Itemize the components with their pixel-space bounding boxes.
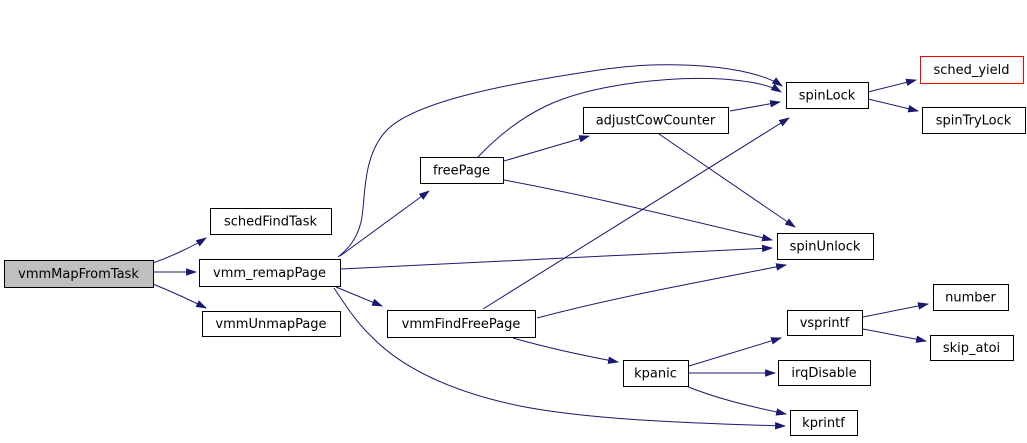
node-label-spinUnlock: spinUnlock (790, 240, 861, 255)
edge-adjustCowCounter-to-spinLock (729, 100, 782, 112)
node-label-freePage: freePage (433, 164, 490, 179)
node-box-spinUnlock[interactable] (777, 233, 874, 260)
node-label-spinTryLock: spinTryLock (936, 114, 1012, 129)
node-vsprintf[interactable]: vsprintf (787, 310, 863, 336)
edge-spinLock-to-spinTryLock (867, 98, 920, 113)
node-label-kpanic: kpanic (634, 367, 677, 382)
node-box-sched_yield[interactable] (920, 56, 1024, 84)
node-box-irqDisable[interactable] (778, 360, 871, 386)
node-vmmFindFreePage[interactable]: vmmFindFreePage (387, 310, 536, 338)
node-label-skip_atoi: skip_atoi (943, 341, 1000, 356)
node-vmmUnmapPage[interactable]: vmmUnmapPage (202, 311, 341, 337)
edge-freePage-to-spinUnlock (503, 179, 774, 242)
edge-vmm_remapPage-to-vmmFindFreePage (335, 286, 384, 307)
edge-vmmFindFreePage-to-spinUnlock (536, 263, 788, 319)
node-box-vmmUnmapPage[interactable] (202, 311, 341, 337)
node-schedFindTask[interactable]: schedFindTask (210, 208, 332, 235)
node-box-vmm_remapPage[interactable] (199, 259, 341, 287)
node-kpanic[interactable]: kpanic (623, 360, 689, 387)
edge-vmmMapFromTask-to-schedFindTask (152, 237, 207, 264)
edge-vsprintf-to-number (862, 302, 930, 318)
node-sched_yield[interactable]: sched_yield (920, 56, 1024, 84)
node-vmm_remapPage[interactable]: vmm_remapPage (199, 259, 341, 287)
edge-adjustCowCounter-to-spinUnlock (658, 133, 796, 228)
edge-vmm_remapPage-to-spinUnlock (340, 244, 774, 270)
edge-kpanic-to-kprintf (685, 385, 788, 416)
node-label-vmmMapFromTask: vmmMapFromTask (18, 267, 139, 282)
node-box-skip_atoi[interactable] (930, 335, 1014, 361)
edge-vsprintf-to-skip_atoi (862, 328, 928, 343)
node-label-adjustCowCounter: adjustCowCounter (596, 114, 716, 129)
node-box-vmmFindFreePage[interactable] (387, 310, 536, 338)
node-box-number[interactable] (933, 284, 1009, 311)
node-label-irqDisable: irqDisable (791, 366, 856, 381)
node-vmmMapFromTask: vmmMapFromTask (4, 260, 154, 288)
node-label-kprintf: kprintf (802, 416, 845, 431)
node-freePage[interactable]: freePage (420, 157, 504, 184)
node-spinTryLock[interactable]: spinTryLock (922, 107, 1026, 134)
node-skip_atoi[interactable]: skip_atoi (930, 335, 1014, 361)
node-kprintf[interactable]: kprintf (790, 410, 858, 436)
node-label-schedFindTask: schedFindTask (224, 215, 318, 230)
edge-vmm_remapPage-to-spinLock (337, 64, 783, 258)
node-number[interactable]: number (933, 284, 1009, 311)
node-label-vsprintf: vsprintf (800, 316, 850, 331)
edge-freePage-to-spinLock (477, 77, 782, 158)
node-box-vmmMapFromTask (4, 260, 154, 288)
node-label-number: number (945, 291, 996, 306)
node-irqDisable[interactable]: irqDisable (778, 360, 871, 386)
node-label-sched_yield: sched_yield (933, 63, 1009, 78)
node-box-adjustCowCounter[interactable] (583, 107, 729, 134)
node-box-freePage[interactable] (420, 157, 504, 184)
edge-vmmFindFreePage-to-kpanic (512, 337, 620, 364)
node-label-vmmUnmapPage: vmmUnmapPage (215, 317, 326, 332)
node-adjustCowCounter[interactable]: adjustCowCounter (583, 107, 729, 134)
node-box-spinLock[interactable] (786, 82, 869, 109)
node-spinUnlock[interactable]: spinUnlock (777, 233, 874, 260)
node-label-vmmFindFreePage: vmmFindFreePage (402, 317, 521, 332)
node-box-vsprintf[interactable] (787, 310, 863, 336)
edge-vmmMapFromTask-to-vmmUnmapPage (152, 283, 207, 309)
edge-spinLock-to-sched_yield (867, 78, 918, 93)
node-box-schedFindTask[interactable] (210, 208, 332, 235)
edge-vmm_remapPage-to-freePage (339, 190, 430, 257)
edge-kpanic-to-vsprintf (688, 337, 783, 367)
node-label-spinLock: spinLock (799, 89, 856, 104)
node-label-vmm_remapPage: vmm_remapPage (213, 266, 326, 281)
node-box-kprintf[interactable] (790, 410, 858, 436)
node-box-kpanic[interactable] (623, 360, 689, 387)
edge-vmm_remapPage-to-kprintf (333, 287, 787, 430)
node-box-spinTryLock[interactable] (922, 107, 1026, 134)
edge-freePage-to-adjustCowCounter (503, 135, 591, 162)
edge-vmmFindFreePage-to-spinLock (482, 117, 790, 310)
node-spinLock[interactable]: spinLock (786, 82, 869, 109)
